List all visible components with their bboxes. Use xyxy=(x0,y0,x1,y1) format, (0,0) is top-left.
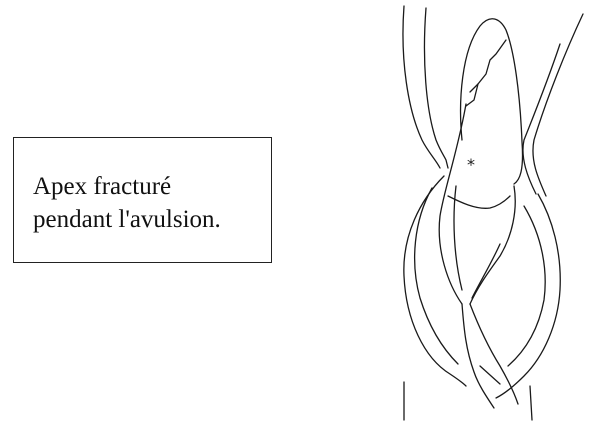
socket-outer-left xyxy=(403,6,440,168)
cemento-line xyxy=(448,196,510,208)
socket-outer-right xyxy=(533,14,583,196)
root-contour-2 xyxy=(472,244,500,298)
socket-inner-right xyxy=(523,44,560,194)
bone-outline-inner-right xyxy=(508,206,545,366)
socket-inner-left xyxy=(424,8,448,168)
bottom-line-right xyxy=(530,386,532,420)
bone-outline-inner-left xyxy=(415,188,458,364)
bone-outline-right xyxy=(496,194,560,398)
root-body-right xyxy=(470,186,515,304)
fracture-line xyxy=(466,40,506,106)
apex-tick xyxy=(480,366,500,384)
marker-asterisk: * xyxy=(467,157,475,173)
bone-outline-left xyxy=(404,176,466,386)
root-tip xyxy=(462,304,494,408)
root-tip-2 xyxy=(470,304,518,404)
